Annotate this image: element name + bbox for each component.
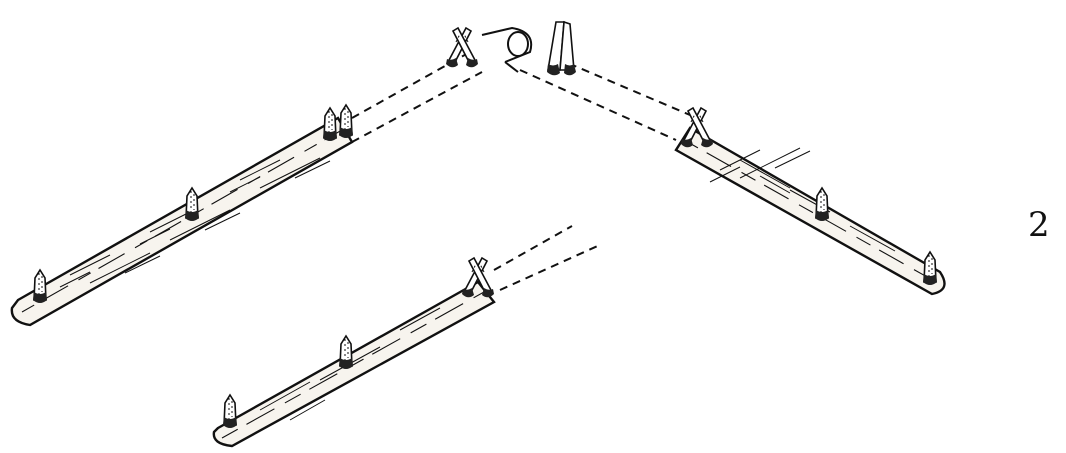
bottom-log xyxy=(214,258,494,446)
left-log xyxy=(12,105,353,325)
bottom-log-extension xyxy=(494,226,602,290)
figure-number: 2 xyxy=(1028,208,1050,242)
corner-joint xyxy=(352,22,690,142)
right-log xyxy=(676,108,945,294)
